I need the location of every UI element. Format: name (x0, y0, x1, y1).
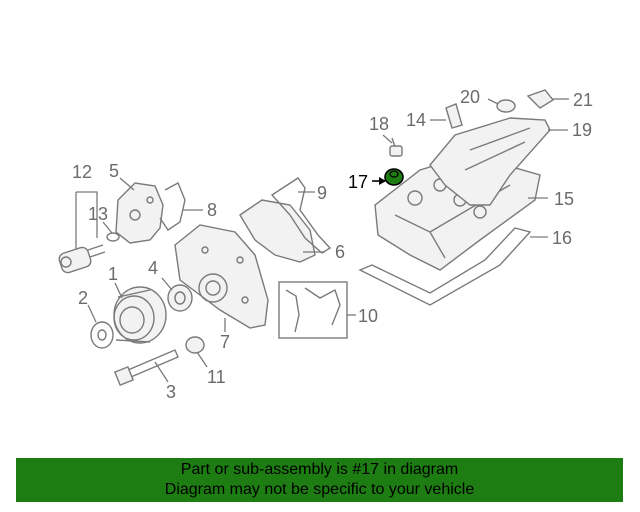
hub-part-4 (161, 277, 193, 312)
plug-part-11 (185, 336, 208, 368)
gasket-part-8 (159, 182, 203, 231)
timing-cover-part-7 (174, 224, 269, 332)
highlight-info-banner: Part or sub-assembly is #17 in diagram D… (16, 458, 623, 502)
o-ring-part-13 (102, 221, 120, 242)
callout-17-highlighted: 17 (348, 172, 368, 192)
callout-13: 13 (88, 204, 108, 224)
sensor-part-14 (430, 103, 463, 129)
callout-3: 3 (166, 382, 176, 402)
callout-9: 9 (317, 183, 327, 203)
valve-cover-gasket-part-16 (358, 227, 548, 306)
callout-15: 15 (554, 189, 574, 209)
callout-18: 18 (369, 114, 389, 134)
callout-1: 1 (108, 264, 118, 284)
engine-cover-part-19 (429, 117, 568, 206)
banner-line-disclaimer: Diagram may not be specific to your vehi… (164, 481, 475, 498)
callout-5: 5 (109, 161, 119, 181)
bolt-part-3 (113, 349, 179, 387)
callout-6: 6 (335, 242, 345, 262)
callout-14: 14 (406, 110, 426, 130)
gasket-set-part-10 (278, 281, 356, 339)
callout-7: 7 (220, 332, 230, 352)
callout-11: 11 (207, 367, 226, 387)
callout-20: 20 (460, 87, 480, 107)
grommet-part-17-highlighted[interactable] (372, 168, 404, 186)
callout-12: 12 (72, 162, 92, 182)
washer-part-2 (87, 304, 114, 349)
callout-16: 16 (552, 228, 572, 248)
callout-19: 19 (572, 120, 592, 140)
sensor-part-12 (58, 191, 106, 274)
cap-part-21 (526, 89, 569, 109)
banner-line-part-number: Part or sub-assembly is #17 in diagram (180, 461, 459, 478)
callout-21: 21 (573, 90, 593, 110)
gasket-part-9 (270, 177, 332, 254)
callout-4: 4 (148, 258, 158, 278)
pulley-part-1 (113, 282, 167, 344)
bolt-part-18 (382, 134, 403, 157)
cap-part-20 (487, 98, 516, 113)
callout-2: 2 (78, 288, 88, 308)
callout-8: 8 (207, 200, 217, 220)
bracket-part-5 (115, 177, 164, 244)
callout-10: 10 (358, 306, 378, 326)
